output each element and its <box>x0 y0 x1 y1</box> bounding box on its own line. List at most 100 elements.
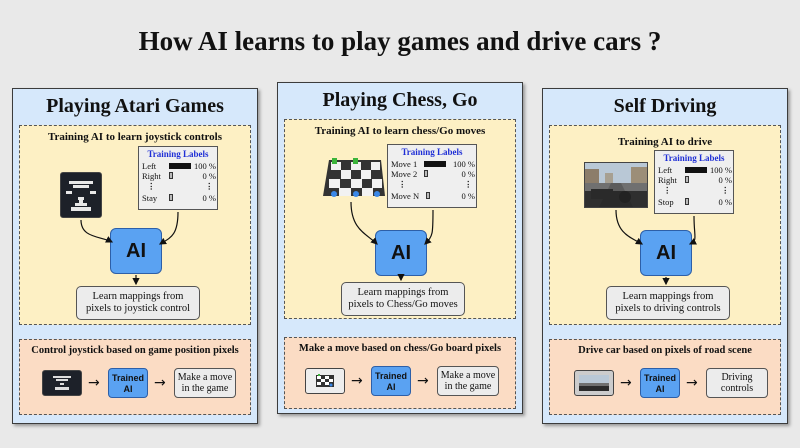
trained-ai-box: Trained AI <box>108 368 148 398</box>
label-row: Stay 0 % <box>142 193 216 203</box>
trained-line: AI <box>123 384 133 394</box>
output-box: Driving controls <box>706 368 768 398</box>
chess-board-image <box>323 156 385 200</box>
label-value: 0 % <box>718 197 732 207</box>
learn-line: pixels to joystick control <box>85 303 191 314</box>
label-bar-empty <box>685 176 689 183</box>
label-bar <box>169 163 191 169</box>
training-labels-card: Training Labels Left 100 % Right 0 % ⋮ ⋮… <box>138 146 218 210</box>
label-row: Right 0 % <box>658 175 732 185</box>
atari-screen-image <box>60 172 102 218</box>
output-line: Make a move <box>440 370 496 381</box>
ellipsis-icon: ⋮ <box>464 179 473 189</box>
flow-arrows <box>350 201 434 282</box>
label-row: Move 2 0 % <box>391 169 475 179</box>
flow-arrows <box>80 211 179 286</box>
output-line: controls <box>720 383 754 394</box>
ellipsis-icon: ⋮ <box>147 181 156 191</box>
label-row: Left 100 % <box>142 161 216 171</box>
label-bar-empty <box>424 170 428 177</box>
atari-thumbnail-image <box>42 370 82 396</box>
play-title: Drive car based on pixels of road scene <box>578 345 752 356</box>
label-bar <box>685 167 707 173</box>
output-box: Make a move in the game <box>174 368 236 398</box>
trained-ai-box: Trained AI <box>371 366 411 396</box>
output-line: in the game <box>181 383 229 394</box>
label-row: Stop 0 % <box>658 197 732 207</box>
panel-title: Playing Atari Games <box>46 95 224 117</box>
arrow-right-icon: → <box>351 373 363 389</box>
learn-mappings-box: Learn mappings from pixels to joystick c… <box>76 286 200 320</box>
label-value: 100 % <box>710 165 732 175</box>
label-bar-empty <box>426 192 430 199</box>
label-name: Move 2 <box>391 169 418 179</box>
arrow-right-icon: → <box>154 375 166 391</box>
play-box: Make a move based on chess/Go board pixe… <box>284 337 516 409</box>
training-title: Training AI to learn joystick controls <box>47 131 223 143</box>
arrow-right-icon: → <box>88 375 100 391</box>
label-name: Right <box>658 175 677 185</box>
trained-line: AI <box>655 384 665 394</box>
output-line: Make a move <box>177 372 233 383</box>
training-title: Training AI to drive <box>617 136 713 148</box>
ellipsis-icon: ⋮ <box>663 185 672 195</box>
training-labels-title: Training Labels <box>147 149 209 159</box>
play-box: Control joystick based on game position … <box>19 339 251 415</box>
play-box: Drive car based on pixels of road scene … <box>549 339 781 415</box>
trained-line: Trained <box>643 373 676 383</box>
label-bar-empty <box>685 198 689 205</box>
label-value: 100 % <box>194 161 216 171</box>
learn-line: pixels to Chess/Go moves <box>348 299 458 310</box>
learn-mappings-box: Learn mappings from pixels to driving co… <box>606 286 730 320</box>
ai-box: AI <box>375 230 427 276</box>
panel-title: Self Driving <box>613 95 717 117</box>
page-title: How AI learns to play games and drive ca… <box>138 26 662 56</box>
learn-line: pixels to driving controls <box>615 303 721 314</box>
chess-thumbnail-image <box>305 368 345 394</box>
trained-line: Trained <box>374 371 407 381</box>
label-name: Right <box>142 171 161 181</box>
label-bar <box>424 161 446 167</box>
label-value: 0 % <box>202 171 216 181</box>
training-box: Training AI to drive Training Labels Lef… <box>549 125 781 325</box>
play-title: Control joystick based on game position … <box>31 345 239 356</box>
panel-atari: Playing Atari Games Training AI to learn… <box>12 88 258 424</box>
learn-mappings-box: Learn mappings from pixels to Chess/Go m… <box>341 282 465 316</box>
training-labels-title: Training Labels <box>401 147 463 157</box>
output-box: Make a move in the game <box>437 366 499 396</box>
label-bar-empty <box>169 172 173 179</box>
label-row: Move N 0 % <box>391 191 475 201</box>
label-name: Move 1 <box>391 159 418 169</box>
label-value: 100 % <box>453 159 475 169</box>
flow-arrows <box>615 209 697 286</box>
trained-ai-box: Trained AI <box>640 368 680 398</box>
arrow-right-icon: → <box>620 375 632 391</box>
training-labels-title: Training Labels <box>663 153 725 163</box>
label-value: 0 % <box>461 191 475 201</box>
ellipsis-icon: ⋮ <box>721 185 730 195</box>
arrow-right-icon: → <box>417 373 429 389</box>
label-value: 0 % <box>718 175 732 185</box>
label-value: 0 % <box>202 193 216 203</box>
training-labels-card: Training Labels Left 100 % Right 0 % ⋮ ⋮… <box>654 150 734 214</box>
label-name: Left <box>658 165 673 175</box>
label-bar-empty <box>169 194 173 201</box>
road-thumbnail-image <box>574 370 614 396</box>
label-name: Stay <box>142 193 158 203</box>
training-box: Training AI to learn joystick controls T… <box>19 125 251 325</box>
panel-chess-go: Playing Chess, Go Training AI to learn c… <box>277 82 523 414</box>
trained-line: AI <box>386 382 396 392</box>
learn-line: Learn mappings from <box>357 287 449 298</box>
label-name: Move N <box>391 191 420 201</box>
label-value: 0 % <box>461 169 475 179</box>
training-labels-card: Training Labels Move 1 100 % Move 2 0 % … <box>387 144 477 208</box>
panel-self-driving: Self Driving Training AI to drive Traini… <box>542 88 788 424</box>
ai-box: AI <box>110 228 162 274</box>
label-row: Move 1 100 % <box>391 159 475 169</box>
panel-title: Playing Chess, Go <box>322 89 478 111</box>
label-name: Left <box>142 161 157 171</box>
label-name: Stop <box>658 197 674 207</box>
road-scene-image <box>584 162 648 208</box>
output-line: in the game <box>444 381 492 392</box>
learn-line: Learn mappings from <box>622 291 714 302</box>
